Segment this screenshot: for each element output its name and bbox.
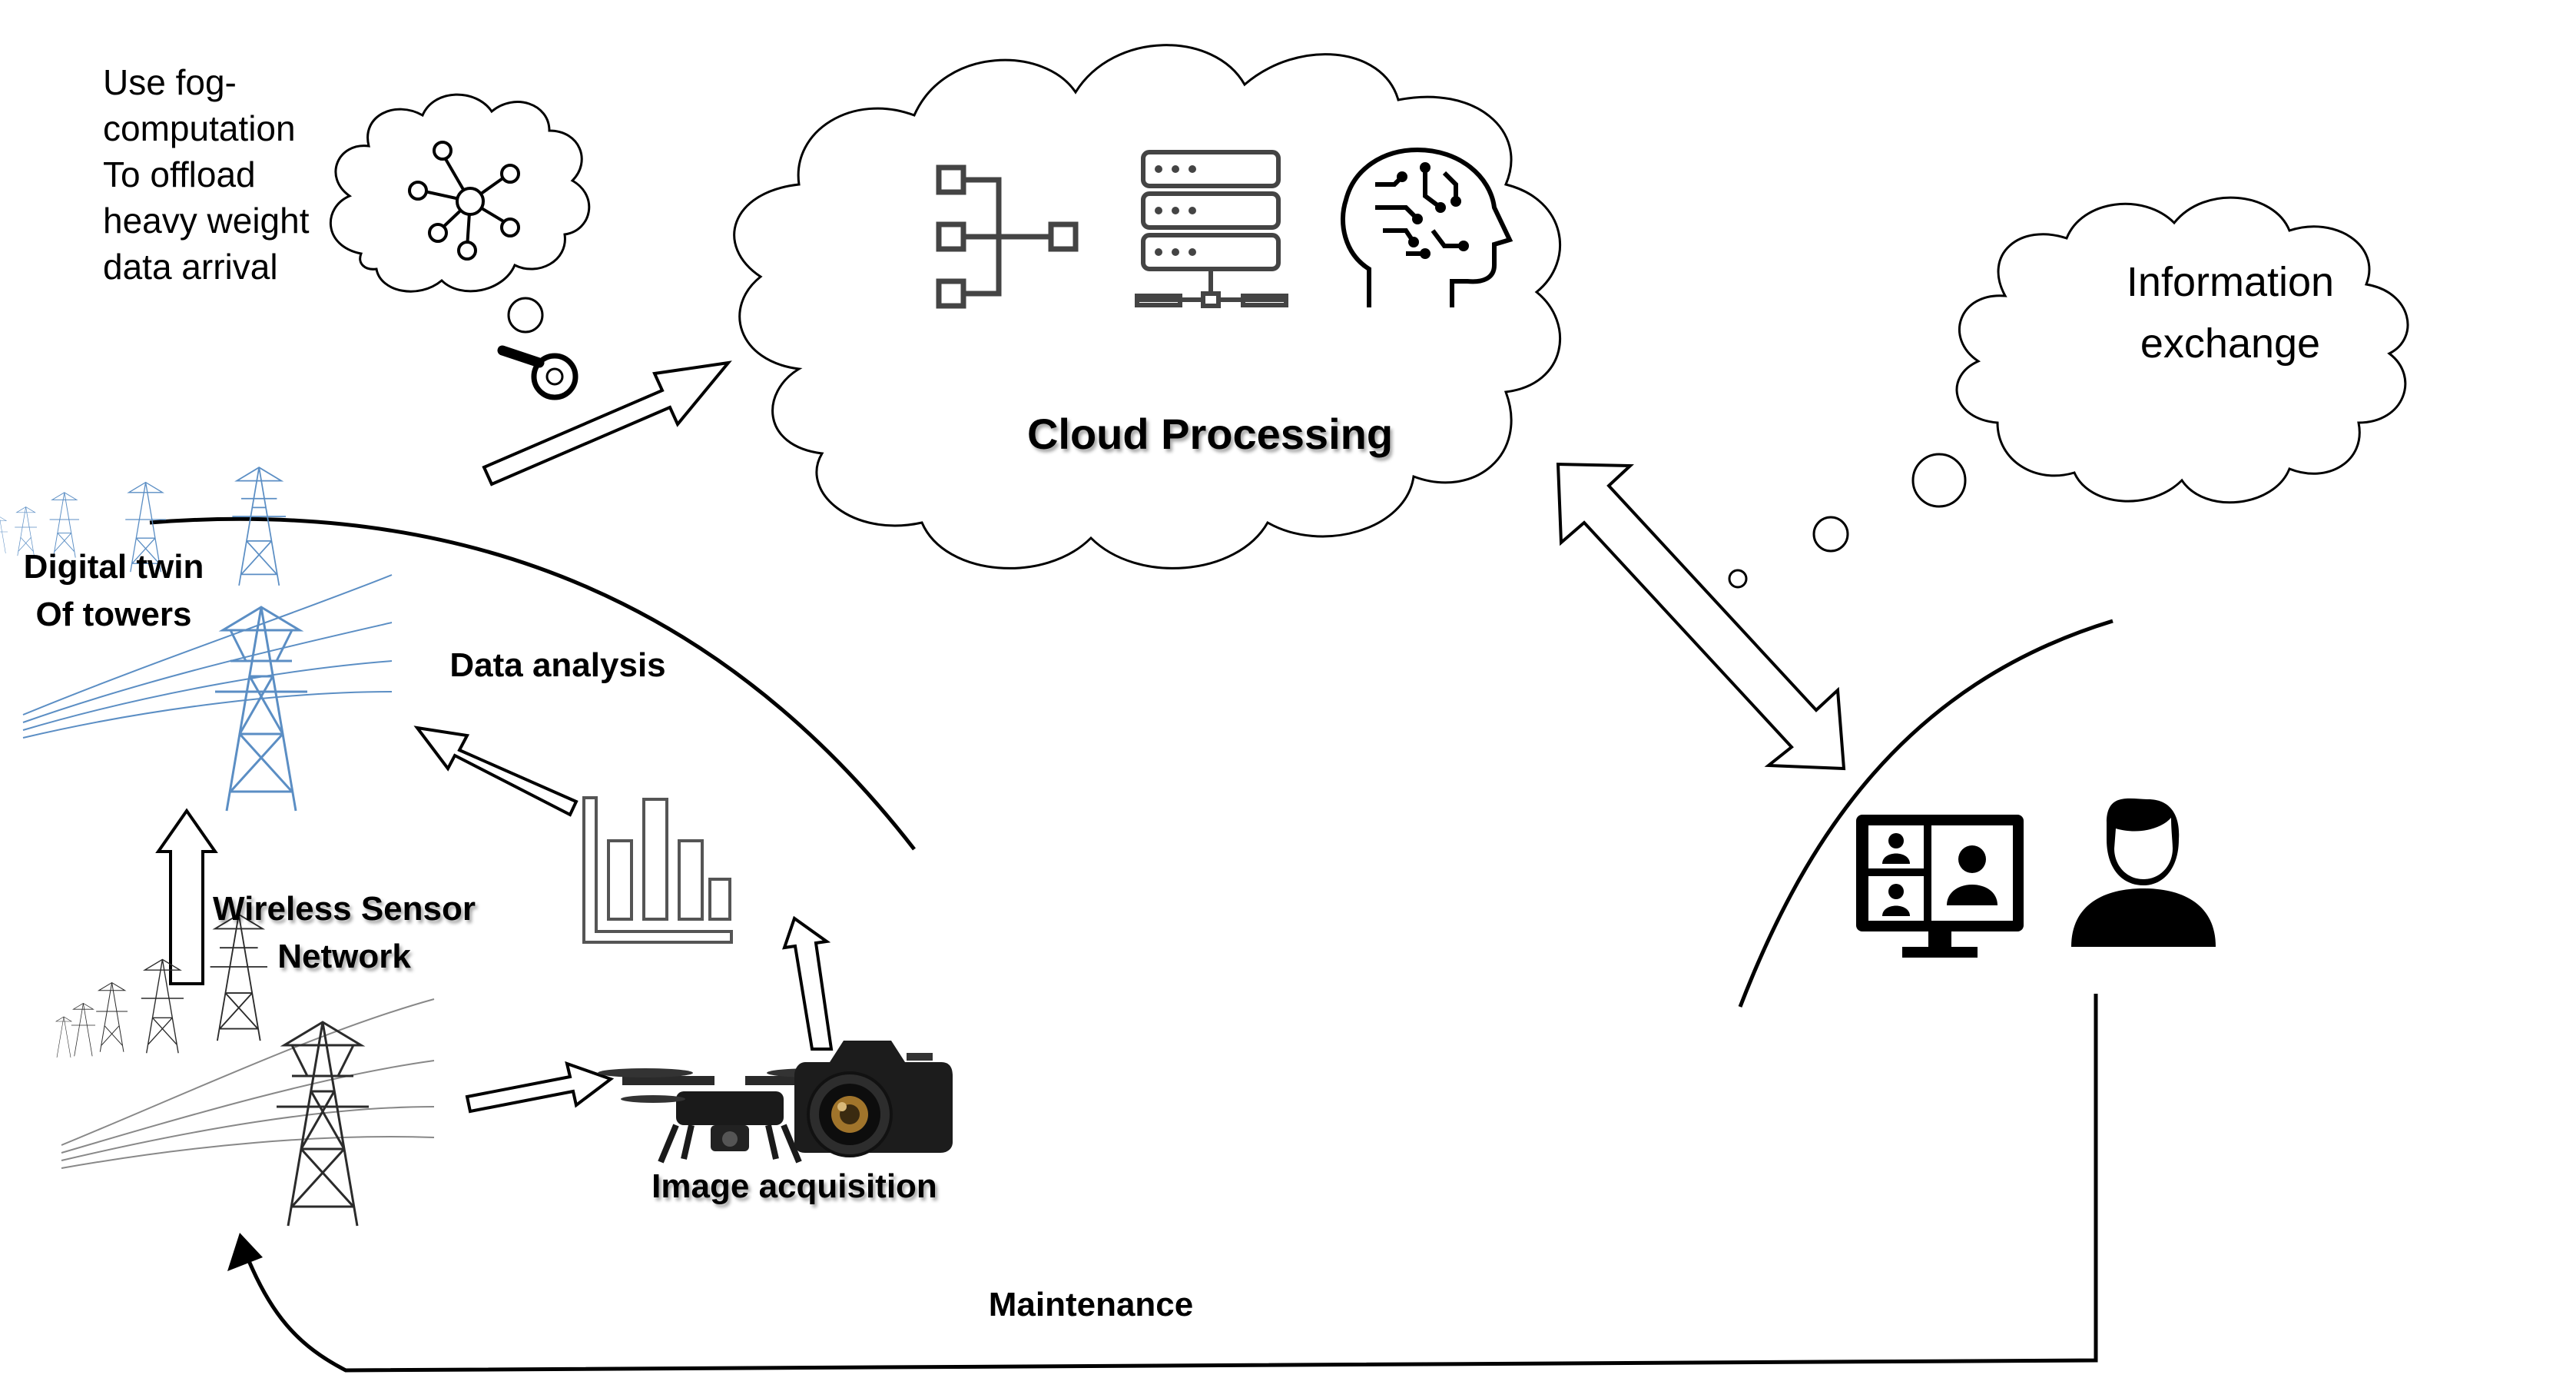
- cloud-processing-label: Cloud Processing: [1027, 410, 1393, 458]
- information-exchange-cloud: [1728, 196, 2409, 589]
- camera-icon: [794, 1041, 953, 1157]
- hierarchy-icon: [936, 164, 1079, 309]
- arrow-cloud-user-bidirectional: [1556, 462, 1846, 771]
- maintenance-arrowhead: [227, 1233, 263, 1271]
- wireless-sensor-network-label: Wireless Sensor Network: [213, 890, 476, 975]
- arrow-chart-to-twin: [413, 726, 579, 817]
- information-exchange-line-2: exchange: [2140, 320, 2320, 367]
- fog-note-line-2: computation: [103, 108, 296, 148]
- arrow-towers-to-image: [465, 1061, 615, 1114]
- information-exchange-line-1: Information: [2127, 259, 2334, 305]
- information-exchange-label: Information exchange: [2127, 259, 2334, 367]
- fog-note-line-4: heavy weight: [103, 201, 310, 241]
- maintenance-loop-line: [240, 994, 2098, 1373]
- wireless-sensor-line-2: Network: [277, 938, 411, 975]
- fog-note: Use fog- computation To offload heavy we…: [103, 62, 310, 287]
- digital-twin-towers: [0, 467, 393, 812]
- fog-note-line-1: Use fog-: [103, 62, 237, 102]
- digital-twin-label: Digital twin Of towers: [24, 548, 204, 633]
- arrow-image-to-chart: [782, 915, 834, 1051]
- ai-brain-icon: [1340, 147, 1513, 307]
- physical-towers: [55, 913, 435, 1227]
- arrow-fog-to-cloud: [482, 360, 732, 486]
- magnifier-icon: [497, 345, 579, 400]
- bar-chart-icon: [582, 796, 733, 944]
- digital-twin-line-2: Of towers: [36, 596, 192, 633]
- network-hub-icon: [408, 141, 520, 261]
- maintenance-label: Maintenance: [989, 1286, 1194, 1323]
- arrow-sensor-to-twin: [155, 808, 218, 985]
- left-hill-arc: [149, 516, 916, 851]
- fog-note-line-5: data arrival: [103, 247, 278, 287]
- fog-note-line-3: To offload: [103, 154, 256, 194]
- image-acquisition-label: Image acquisition: [651, 1167, 937, 1205]
- right-hill-arc: [1738, 619, 2114, 1008]
- fog-thought-cloud: [330, 93, 591, 334]
- user-icon: [2071, 798, 2216, 947]
- data-analysis-label: Data analysis: [449, 646, 665, 684]
- digital-twin-line-1: Digital twin: [24, 548, 204, 586]
- server-rack-icon: [1135, 150, 1288, 308]
- wireless-sensor-line-1: Wireless Sensor: [213, 890, 476, 928]
- video-conference-icon: [1856, 815, 2024, 958]
